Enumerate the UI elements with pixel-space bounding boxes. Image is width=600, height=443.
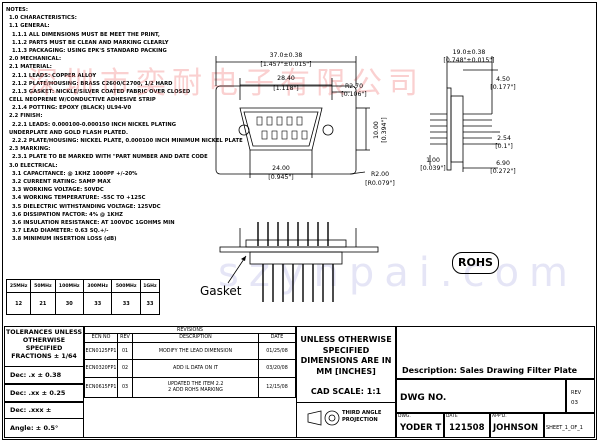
mounting-hole-right	[322, 124, 334, 136]
dwg-label: DWG.	[398, 414, 411, 419]
loss-header-cell: 25MHz	[5, 278, 32, 294]
d-sub-inner	[243, 111, 319, 147]
notes-block: NOTES:1.0 CHARACTERISTICS:1.1 GENERAL:1.…	[6, 6, 243, 243]
dim-side-width-in: [0.748"±0.015"]	[443, 57, 494, 64]
rev-value: 03	[571, 400, 578, 406]
appd-label: APP'D.	[492, 414, 507, 419]
dim-radius-hole-in: [0.106"]	[341, 91, 366, 98]
note-line: CELL NEOPRENE W/CONDUCTIVE ADHESIVE STRI…	[9, 97, 156, 104]
loss-value-cell: 33	[139, 292, 161, 315]
dwg-value: YODER T	[400, 423, 442, 433]
tolerance-angle: Angle: ± 0.5°	[10, 424, 59, 432]
note-line: 3.6 DISSIPATION FACTOR: 4% @ 1KHZ	[12, 211, 123, 218]
note-line: 3.7 LEAD DIAMETER: 0.63 SQ.+/-	[12, 228, 109, 235]
unless-text: UNLESS OTHERWISE SPECIFIED DIMENSIONS AR…	[300, 335, 392, 376]
dim-corner-radius: R2.00	[371, 171, 389, 178]
note-line: 3.3 WORKING VOLTAGE: 50VDC	[12, 187, 104, 194]
note-line: 2.3.1 PLATE TO BE MARKED WITH "PART NUMB…	[12, 154, 208, 161]
sheet-number: SHEET_1_OF_1	[546, 425, 583, 431]
rev-label: REV	[571, 390, 582, 396]
cad-scale: CAD SCALE: 1:1	[310, 387, 382, 396]
date-label: DATE	[446, 414, 458, 419]
projection-label: THIRD ANGLE PROJECTION	[342, 410, 382, 423]
dim-hole-spacing: 28.40	[277, 75, 295, 82]
dim-lead-length: 4.50	[496, 76, 510, 83]
note-line: NOTES:	[6, 7, 28, 13]
note-line: 2.2.1 LEADS: 0.000100-0.000150 INCH NICK…	[12, 121, 177, 128]
dim-hole-spacing-in: [1.118"]	[273, 85, 298, 92]
dim-lead-length-in: [0.177"]	[490, 84, 515, 91]
date-value: 121508	[449, 423, 485, 433]
side-body	[450, 95, 464, 163]
note-line: 1.1.3 PACKAGING: USING EPK'S STANDARD PA…	[12, 47, 167, 54]
note-line: 3.8 MINIMUM INSERTION LOSS (dB)	[12, 236, 117, 243]
appd-value: JOHNSON	[493, 423, 539, 433]
dim-bottom-width-in: [0.945"]	[268, 174, 293, 181]
third-angle-projection-icon	[307, 410, 340, 426]
note-line: UNDERPLATE AND GOLD FLASH PLATED.	[9, 129, 129, 136]
tolerance-dec1: Dec: .x ± 0.38	[10, 371, 62, 379]
drawing-description: Description: Sales Drawing Filter Plate	[402, 366, 578, 375]
side-plate	[446, 87, 452, 171]
dim-body-length-in: [0.272"]	[490, 168, 515, 175]
note-line: 2.1 MATERIAL:	[9, 64, 52, 71]
dim-overall-width-in: [1.457"±0.015"]	[260, 61, 311, 68]
note-line: 1.0 CHARACTERISTICS:	[9, 15, 77, 22]
rohs-badge: ROHS	[452, 252, 499, 274]
dim-radius-hole: R2.70	[345, 83, 363, 90]
note-line: 3.6 INSULATION RESISTANCE: AT 100VDC 1GO…	[12, 219, 175, 226]
gasket-label: Gasket	[200, 284, 242, 298]
note-line: 2.2 FINISH:	[9, 113, 43, 120]
bottom-plate	[219, 246, 379, 253]
dim-pitch: 2.54	[497, 135, 511, 142]
note-line: 1.1.2 PARTS MUST BE CLEAN AND MARKING CL…	[12, 39, 169, 46]
tolerances-title: TOLERANCES UNLESS OTHERWISE SPECIFIED FR…	[5, 329, 83, 360]
front-pins	[256, 116, 308, 140]
dwg-no-label: DWG NO.	[400, 393, 447, 403]
bottom-pins	[257, 222, 334, 302]
note-line: 1.1.1 ALL DIMENSIONS MUST BE MEET THE PR…	[12, 31, 160, 38]
dim-plate-thickness-in: [0.039"]	[420, 165, 445, 172]
note-line: 2.1.4 POTTING: EPOXY (BLACK) UL94-V0	[12, 105, 132, 112]
dim-body-length: 6.90	[496, 160, 510, 167]
note-line: 2.1.2 PLATE/HOUSING: BRASS C2600/C2700, …	[12, 80, 173, 87]
technical-drawing: 37.0±0.38 [1.457"±0.015"] 28.40 [1.118"]…	[215, 49, 516, 302]
dim-corner-radius-in: [R0.079"]	[365, 180, 395, 187]
bottom-body	[249, 251, 343, 265]
dim-pitch-in: [0.1"]	[495, 143, 513, 150]
dim-height: 10.00	[373, 121, 380, 139]
loss-value-cell: 33	[111, 292, 141, 315]
note-line: 3.0 ELECTRICAL:	[9, 162, 58, 169]
mounting-hole-left	[238, 124, 250, 136]
front-plate-outline	[215, 85, 357, 175]
bottom-gasket-top	[245, 239, 347, 248]
note-line: 3.2 CURRENT RATING: 5AMP MAX	[12, 178, 111, 185]
dim-bottom-width: 24.00	[272, 165, 290, 172]
loss-header-cell: 1GHz	[139, 278, 161, 294]
note-line: 1.1 GENERAL:	[9, 23, 50, 30]
note-line: 2.3 MARKING:	[9, 146, 51, 153]
loss-value-cell: 33	[82, 292, 113, 315]
loss-header-cell: 500MHz	[111, 278, 141, 294]
dim-overall-width: 37.0±0.38	[270, 52, 303, 59]
dim-plate-thickness: 1.00	[426, 157, 440, 164]
tolerance-dec3: Dec: .xxx ±	[10, 406, 52, 414]
note-line: 2.0 MECHANICAL:	[9, 56, 62, 63]
note-line: 3.1 CAPACITANCE: @ 1KHZ 1000PF +/-20%	[12, 170, 138, 177]
note-line: 3.5 DIELECTRIC WITHSTANDING VOLTAGE: 125…	[12, 203, 161, 210]
note-line: 2.1.1 LEADS: COPPER ALLOY	[12, 72, 97, 79]
note-line: 2.2.2 PLATE/HOUSING: NICKEL PLATE, 0.000…	[12, 138, 243, 144]
revisions-table: REVISIONS ECN NO REV DESCRIPTION DATE EC…	[84, 325, 296, 398]
dim-side-width: 19.0±0.38	[453, 49, 486, 56]
note-line: 3.4 WORKING TEMPERATURE: -55C TO +125C	[12, 195, 146, 202]
revisions-title: REVISIONS	[84, 325, 296, 335]
tolerance-dec2: Dec: .xx ± 0.25	[10, 389, 66, 397]
dim-height-in: [0.394"]	[381, 117, 388, 142]
note-line: 2.1.3 GASKET: NICKLE/SILVER COATED FABRI…	[12, 88, 191, 95]
